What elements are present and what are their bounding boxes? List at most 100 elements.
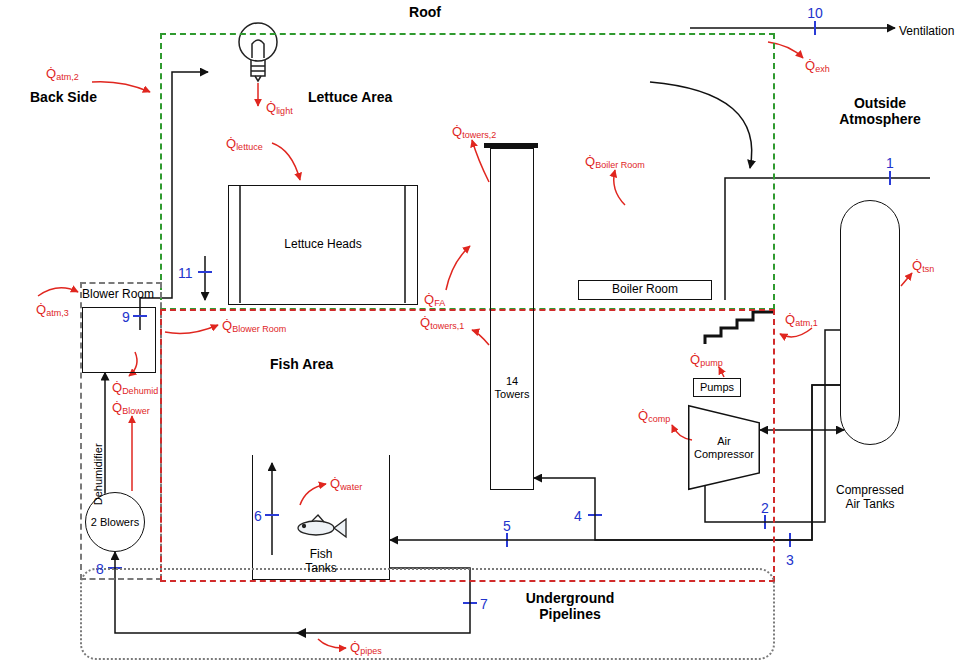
node-text: Air Compressor <box>691 435 757 460</box>
pipe-connector <box>390 385 840 540</box>
node-text: Dehumidifier <box>92 443 105 505</box>
heat-arrow <box>472 330 489 345</box>
heat-arrow <box>614 170 625 205</box>
callout-number: 7 <box>480 596 488 612</box>
ventilation-line <box>690 27 895 29</box>
label-slot: Q̇light <box>266 98 293 116</box>
label-slot: 6 <box>254 507 262 525</box>
room-region: Dehumidifier2 BlowersBlower Room <box>80 282 162 580</box>
quantity-subscript: exh <box>815 64 830 74</box>
station-tick <box>133 315 147 317</box>
quantity-symbol: Q̇ <box>226 136 236 151</box>
heat-flow-label: Q̇lettuce <box>226 137 263 152</box>
bulb-tip <box>255 76 261 81</box>
fish-tank: Fish Tanks <box>252 455 390 580</box>
heat-arrow <box>300 484 326 505</box>
label-slot: Q̇comp <box>638 406 670 424</box>
quantity-symbol: Q̇ <box>785 312 795 327</box>
label-slot: 8 <box>96 560 104 578</box>
heat-arrow <box>901 273 912 286</box>
quantity-subscript: Boiler Room <box>595 160 645 170</box>
quantity-subscript: comp <box>648 414 670 424</box>
label-slot: 10 <box>807 4 823 22</box>
callout-number: 9 <box>122 309 130 325</box>
heat-flow-label: Q̇atm,2 <box>46 67 79 82</box>
node-text: Compressed Air Tanks <box>830 484 910 512</box>
pipe-connector <box>760 429 844 431</box>
label-slot: Q̇Blower <box>112 398 150 416</box>
area-label: Roof <box>409 4 441 20</box>
quantity-subscript: atm,1 <box>795 318 818 328</box>
quantity-symbol: Q̇ <box>112 380 122 395</box>
quantity-subscript: tsn <box>922 264 934 274</box>
label-slot: 4 <box>574 507 582 525</box>
station-tick <box>198 271 212 273</box>
pipe-connector <box>104 373 106 494</box>
label-slot: 5 <box>503 517 511 535</box>
heat-arrow <box>719 367 724 377</box>
equipment-box: Dehumidifier <box>82 307 156 373</box>
quantity-symbol: Q̇ <box>452 124 462 139</box>
quantity-subscript: Dehumid <box>122 386 158 396</box>
area-region: Lettuce HeadsBoiler RoomLettuce Area <box>160 33 775 310</box>
heat-arrow <box>472 140 489 182</box>
callout-number: 1 <box>886 155 894 171</box>
pipeline-region: Underground Pipelines <box>80 568 775 660</box>
quantity-subscript: atm,3 <box>46 308 69 318</box>
quantity-subscript: Blower <box>122 406 150 416</box>
quantity-subscript: light <box>276 106 293 116</box>
callout-number: 11 <box>178 265 193 281</box>
label-slot: Q̇water <box>330 474 362 492</box>
quantity-subscript: towers,2 <box>462 130 496 140</box>
node-text: Underground Pipelines <box>510 590 630 622</box>
label-slot: Q̇exh <box>805 56 830 74</box>
heat-flow-label: Q̇Dehumid <box>112 381 158 396</box>
label-slot: Q̇Dehumid <box>112 378 158 396</box>
station-ticks <box>108 21 890 603</box>
quantity-subscript: Blower Room <box>232 324 286 334</box>
quantity-symbol: Q̇ <box>112 400 122 415</box>
air-line <box>204 256 206 300</box>
area-label: Ventilation <box>899 25 954 39</box>
node-text: Blower Room <box>82 288 154 302</box>
heat-flow-label: Q̇atm,3 <box>36 303 69 318</box>
label-slot: 3 <box>786 551 794 569</box>
callout-number: 8 <box>96 561 104 577</box>
callout-number: 10 <box>807 5 823 21</box>
tower-column: 14 Towers <box>490 148 534 490</box>
quantity-symbol: Q̇ <box>805 58 815 73</box>
station-tick <box>814 21 816 35</box>
callout-number: 6 <box>254 508 262 524</box>
label-slot: Back Side <box>30 88 97 106</box>
quantity-symbol: Q̇ <box>46 66 56 81</box>
heat-arrow <box>131 416 133 491</box>
equipment-box: Pumps <box>693 378 741 397</box>
heat-arrow <box>446 246 470 290</box>
heat-flow-label: Q̇Boiler Room <box>585 155 645 170</box>
fish <box>298 515 346 537</box>
label-slot: 11 <box>178 264 193 282</box>
label-slot: Roof <box>409 3 441 21</box>
heat-flow-label: Q̇Blower <box>112 401 150 416</box>
stairs <box>705 312 775 344</box>
node-text: Fish Tanks <box>299 548 343 576</box>
node-text: Pumps <box>700 381 734 394</box>
quantity-subscript: water <box>340 482 362 492</box>
quantity-symbol: Q̇ <box>266 100 276 115</box>
bulb-filament <box>252 40 264 58</box>
fish-eye <box>303 525 306 528</box>
label-slot: Q̇towers,2 <box>452 122 496 140</box>
label-slot: Outside Atmosphere <box>830 95 930 128</box>
heat-flow-label: Q̇pipes <box>350 641 382 656</box>
station-tick <box>889 171 891 185</box>
label-slot: Q̇atm,3 <box>36 300 69 318</box>
heat-arrow <box>257 83 259 106</box>
compressor-symbol: Air Compressor <box>688 405 760 490</box>
fish-tail <box>334 519 346 537</box>
grow-rack: Lettuce Heads <box>228 185 418 305</box>
light-bulb <box>239 23 277 81</box>
heat-arrow <box>92 82 150 92</box>
